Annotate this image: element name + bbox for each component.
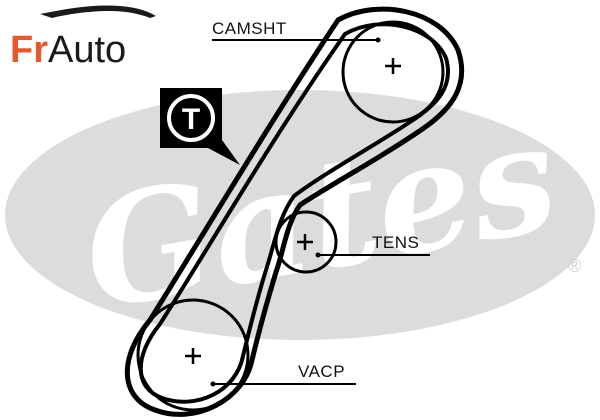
- gates-watermark: Gates ®: [5, 88, 595, 344]
- tensioner-pulley: TENS: [274, 210, 430, 274]
- registered-mark: ®: [568, 256, 581, 276]
- belt-outer: [124, 6, 465, 417]
- vacp-pulley: VACP: [136, 298, 356, 412]
- camshaft-pulley-circle: [341, 20, 445, 124]
- tensioner-badge: T: [160, 88, 240, 165]
- logo-part-auto: Auto: [48, 29, 126, 71]
- camshaft-label: CAMSHT: [212, 19, 287, 38]
- logo-part-fr: Fr: [10, 29, 48, 71]
- camshaft-center-cross-icon: [385, 58, 401, 74]
- logo-text: FrAuto: [10, 29, 126, 71]
- camshaft-leader-dot: [375, 37, 381, 43]
- tensioner-center-cross-icon: [297, 234, 313, 250]
- vacp-label: VACP: [298, 362, 345, 381]
- tensioner-label: TENS: [372, 233, 419, 252]
- tensioner-pulley-circle: [274, 210, 338, 274]
- badge-circle: [167, 94, 215, 142]
- vacp-center-cross-icon: [185, 348, 201, 364]
- car-silhouette-icon: [40, 5, 156, 18]
- vacp-pulley-circle: [136, 298, 250, 412]
- frauto-logo: FrAuto: [10, 5, 156, 71]
- badge-letter: T: [182, 103, 200, 136]
- badge-callout: [160, 88, 240, 165]
- tensioner-leader-dot: [315, 252, 321, 258]
- vacp-leader-dot: [210, 381, 216, 387]
- camshaft-pulley: CAMSHT: [212, 19, 445, 124]
- watermark-ellipse: [5, 90, 595, 340]
